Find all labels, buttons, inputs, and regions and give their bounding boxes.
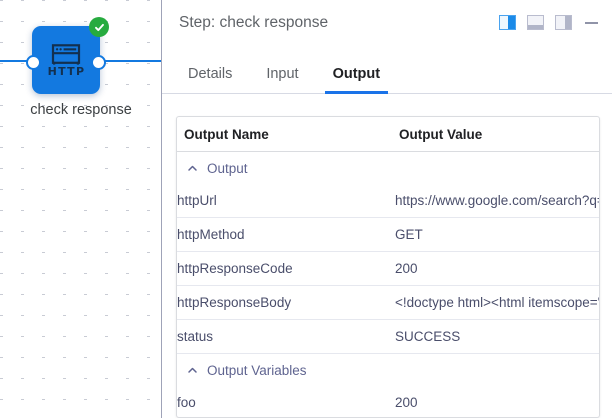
table-group-row-output-variables[interactable]: Output Variables — [177, 354, 599, 387]
tab-input[interactable]: Input — [266, 66, 299, 82]
panel-header-actions — [499, 15, 598, 30]
output-table: Output Name Output Value Out — [177, 117, 599, 418]
table-row[interactable]: httpResponseBody <!doctype html><html it… — [177, 285, 599, 320]
cell-output-value: <!doctype html><html itemscope=' — [395, 285, 599, 320]
table-row[interactable]: httpResponseCode 200 — [177, 251, 599, 286]
cell-output-name: httpResponseBody — [177, 285, 395, 320]
http-icon-label: HTTP — [47, 64, 86, 78]
cell-output-name: status — [177, 319, 395, 354]
column-header-output-value: Output Value — [395, 117, 599, 152]
minimize-icon[interactable] — [585, 21, 598, 24]
group-label: Output Variables — [207, 362, 307, 378]
http-node-icon — [51, 43, 81, 65]
node-label: check response — [30, 102, 132, 118]
workflow-node-check-response[interactable]: HTTP — [26, 17, 109, 94]
workflow-canvas[interactable]: HTTP check response — [0, 0, 162, 418]
cell-output-value: GET — [395, 217, 599, 252]
panel-body: Output Name Output Value Out — [162, 94, 612, 418]
group-label: Output — [207, 160, 248, 176]
group-cell[interactable]: Output Variables — [177, 354, 599, 387]
tab-output[interactable]: Output — [324, 66, 389, 94]
cell-output-value: 200 — [395, 395, 418, 410]
node-output-port[interactable] — [91, 55, 106, 70]
layout-split-panel-icon[interactable] — [499, 15, 516, 30]
cell-output-name: foo — [177, 395, 196, 410]
page-title: Step: check response — [179, 13, 329, 31]
cell-output-name: httpUrl — [177, 184, 395, 218]
panel-tabs: Details Input Output — [162, 45, 612, 94]
step-detail-panel: Step: check response Details Input Outpu… — [162, 0, 612, 418]
node-input-port[interactable] — [26, 55, 41, 70]
success-check-icon — [89, 17, 109, 37]
table-row[interactable]: httpUrl https://www.google.com/search?q= — [177, 184, 599, 218]
node-body[interactable]: HTTP — [32, 26, 100, 94]
cell-output-name: httpResponseCode — [177, 251, 395, 286]
table-row[interactable]: httpMethod GET — [177, 217, 599, 252]
layout-right-panel-icon[interactable] — [555, 15, 572, 30]
canvas-panel-divider[interactable] — [161, 0, 162, 418]
table-head: Output Name Output Value — [177, 117, 599, 152]
layout-bottom-panel-icon[interactable] — [527, 15, 544, 30]
cell-output-value: SUCCESS — [395, 319, 599, 354]
cell-output-value: https://www.google.com/search?q= — [395, 184, 599, 218]
table-row[interactable]: foo 200 — [177, 386, 599, 417]
output-table-card: Output Name Output Value Out — [176, 116, 600, 418]
cell-output-value: 200 — [395, 251, 599, 286]
table-row[interactable]: status SUCCESS — [177, 319, 599, 354]
chevron-up-icon[interactable] — [186, 162, 199, 175]
panel-header: Step: check response — [162, 0, 612, 45]
column-header-output-name: Output Name — [177, 117, 395, 152]
table-header-row: Output Name Output Value — [177, 117, 599, 152]
group-cell[interactable]: Output — [177, 152, 599, 185]
table-group-row-output[interactable]: Output — [177, 152, 599, 185]
cell-output-name: httpMethod — [177, 217, 395, 252]
table-body: Output httpUrl https://www.google.com/se… — [177, 152, 599, 418]
chevron-up-icon[interactable] — [186, 364, 199, 377]
tab-details[interactable]: Details — [188, 66, 233, 82]
